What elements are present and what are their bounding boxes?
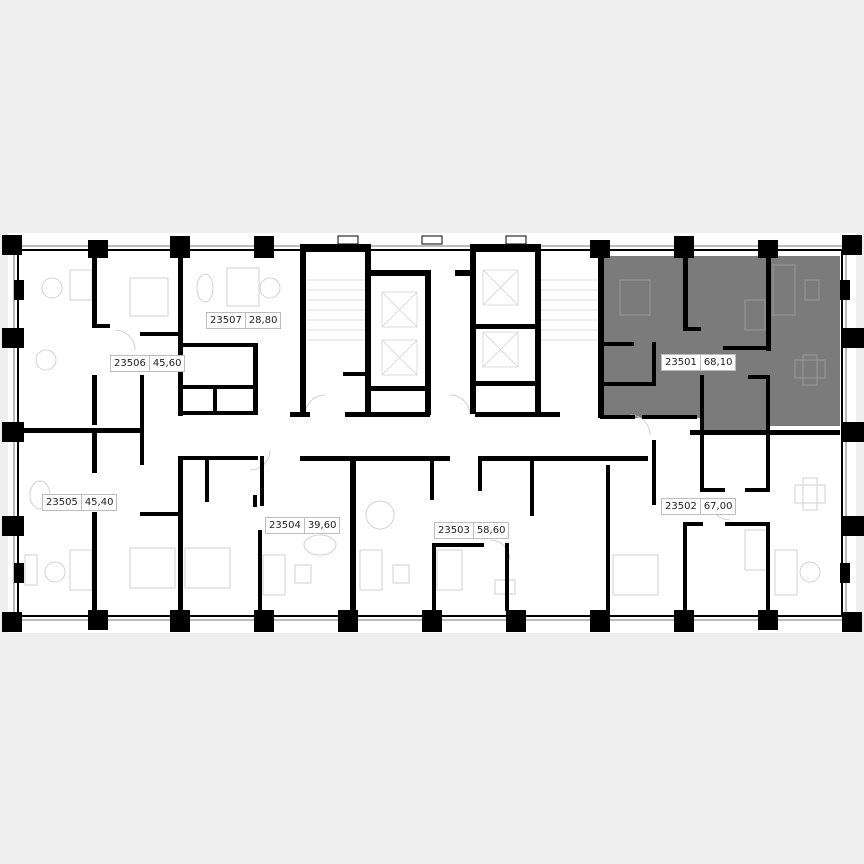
unit-number: 23507: [207, 313, 246, 328]
columns: [2, 235, 864, 632]
unit-label-23502[interactable]: 23502 67,00: [661, 498, 737, 515]
unit-number: 23504: [266, 518, 305, 533]
unit-area: 39,60: [307, 520, 337, 531]
unit-area: 28,80: [248, 315, 278, 326]
unit-area: 45,40: [84, 497, 114, 508]
unit-23502-area[interactable]: [610, 435, 840, 610]
unit-label-23505[interactable]: 23505 45,40: [42, 494, 118, 511]
unit-number: 23503: [435, 523, 474, 538]
unit-23501-fill[interactable]: [600, 256, 840, 432]
furniture-selected: [619, 264, 826, 386]
unit-number: 23501: [662, 355, 701, 370]
unit-23503-area[interactable]: [356, 461, 606, 611]
unit-label-23504[interactable]: 23504 39,60: [265, 517, 341, 534]
unit-23506-area[interactable]: [20, 256, 178, 428]
unit-23501-area[interactable]: [604, 256, 840, 416]
unit-label-23501[interactable]: 23501 68,10: [661, 354, 737, 371]
core-top-windows: [337, 235, 527, 245]
unit-label-23506[interactable]: 23506 45,60: [110, 355, 186, 372]
unit-number: 23505: [43, 495, 82, 510]
unit-area: 68,10: [703, 357, 733, 368]
unit-23505-area[interactable]: [20, 433, 178, 610]
unit-23504-area[interactable]: [183, 460, 350, 610]
unit-label-23503[interactable]: 23503 58,60: [434, 522, 510, 539]
unit-number: 23506: [111, 356, 150, 371]
unit-label-23507[interactable]: 23507 28,80: [206, 312, 282, 329]
unit-area: 45,60: [152, 358, 182, 369]
unit-number: 23502: [662, 499, 701, 514]
unit-area: 67,00: [703, 501, 733, 512]
interior-walls: [20, 244, 840, 612]
unit-area: 58,60: [476, 525, 506, 536]
unit-23507-area[interactable]: [183, 256, 295, 411]
